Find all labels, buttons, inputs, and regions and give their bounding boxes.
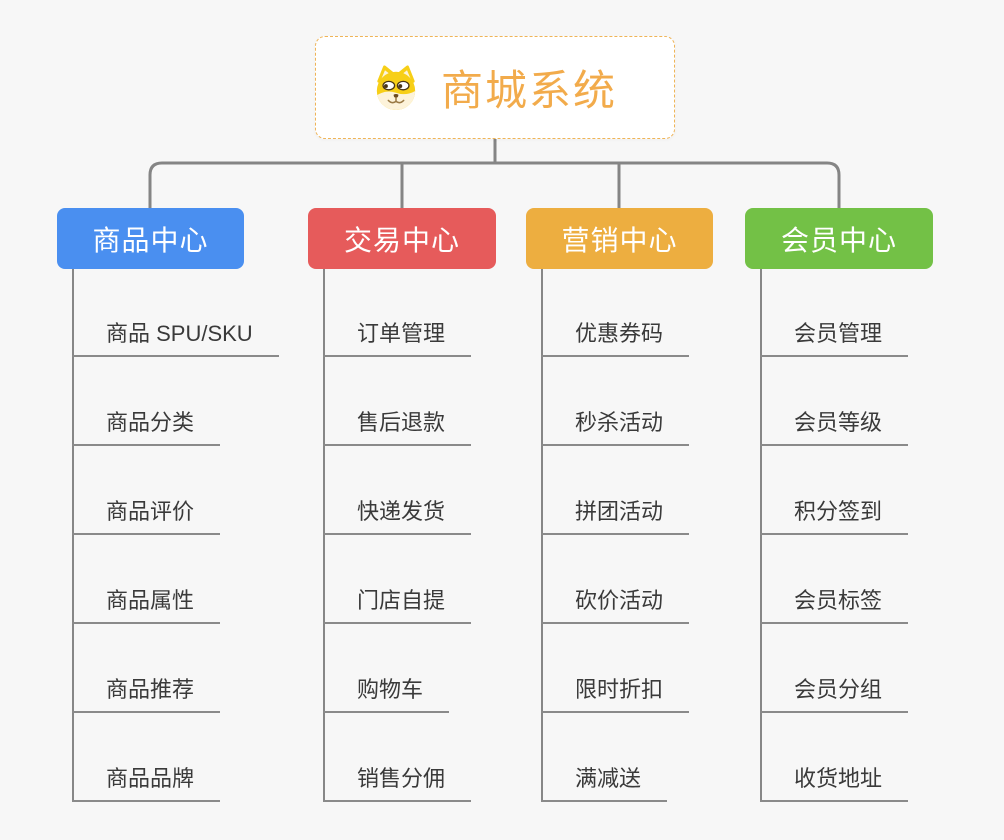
subtopic-2-2[interactable]: 售后退款 bbox=[323, 400, 472, 446]
subtopic-1-5[interactable]: 商品推荐 bbox=[72, 667, 221, 713]
subtopic-1-6[interactable]: 商品品牌 bbox=[72, 756, 221, 802]
subtopic-4-4[interactable]: 会员标签 bbox=[760, 578, 909, 624]
subtopic-1-3[interactable]: 商品评价 bbox=[72, 489, 221, 535]
branch-topic-4[interactable]: 会员中心 bbox=[745, 208, 933, 269]
subtopic-2-6[interactable]: 销售分佣 bbox=[323, 756, 472, 802]
subtopic-4-6[interactable]: 收货地址 bbox=[760, 756, 909, 802]
subtopic-3-4[interactable]: 砍价活动 bbox=[541, 578, 690, 624]
branch-4-subtopic-line bbox=[760, 269, 762, 801]
root-topic[interactable]: 商城系统 bbox=[315, 36, 675, 139]
subtopic-3-2[interactable]: 秒杀活动 bbox=[541, 400, 690, 446]
subtopic-4-5[interactable]: 会员分组 bbox=[760, 667, 909, 713]
branch-bus-line bbox=[148, 161, 841, 208]
branch-topic-3[interactable]: 营销中心 bbox=[526, 208, 713, 269]
root-topic-title: 商城系统 bbox=[440, 67, 617, 114]
subtopic-3-3[interactable]: 拼团活动 bbox=[541, 489, 690, 535]
subtopic-4-3[interactable]: 积分签到 bbox=[760, 489, 909, 535]
subtopic-3-5[interactable]: 限时折扣 bbox=[541, 667, 690, 713]
subtopic-2-1[interactable]: 订单管理 bbox=[323, 311, 472, 357]
subtopic-2-4[interactable]: 门店自提 bbox=[323, 578, 472, 624]
subtopic-1-2[interactable]: 商品分类 bbox=[72, 400, 221, 446]
subtopic-3-1[interactable]: 优惠券码 bbox=[541, 311, 690, 357]
branch-2-subtopic-line bbox=[323, 269, 325, 801]
branch-1-subtopic-line bbox=[72, 269, 74, 801]
subtopic-2-5[interactable]: 购物车 bbox=[323, 667, 450, 713]
subtopic-1-4[interactable]: 商品属性 bbox=[72, 578, 221, 624]
subtopic-4-2[interactable]: 会员等级 bbox=[760, 400, 909, 446]
branch-3-subtopic-line bbox=[541, 269, 543, 801]
dog-face-icon bbox=[376, 64, 416, 110]
branch-topic-1[interactable]: 商品中心 bbox=[57, 208, 244, 269]
subtopic-2-3[interactable]: 快递发货 bbox=[323, 489, 472, 535]
subtopic-3-6[interactable]: 满减送 bbox=[541, 756, 668, 802]
subtopic-1-1[interactable]: 商品 SPU/SKU bbox=[72, 311, 279, 357]
branch-topic-2[interactable]: 交易中心 bbox=[308, 208, 496, 269]
subtopic-4-1[interactable]: 会员管理 bbox=[760, 311, 909, 357]
